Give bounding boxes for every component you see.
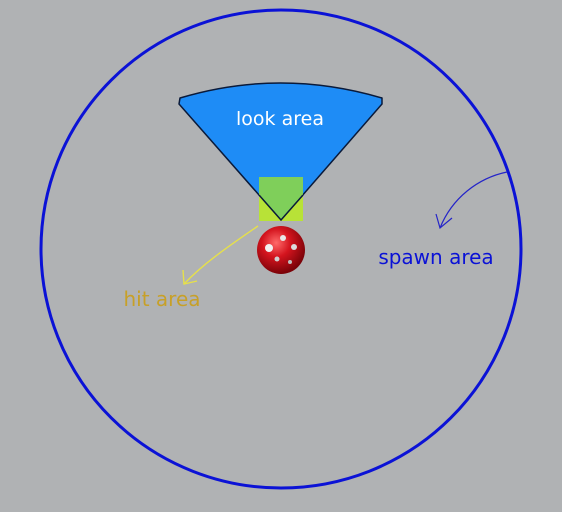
spawn-area-circle <box>39 8 523 490</box>
look-area-cone <box>178 82 383 221</box>
hit-area-arrow <box>183 225 259 285</box>
spawn-area-arrow <box>439 171 508 229</box>
red-ball-icon <box>257 226 305 274</box>
look-area-label: look area <box>236 108 324 130</box>
hit-area-label: hit area <box>123 287 200 311</box>
hit-area-overlap <box>259 177 303 220</box>
spawn-area-label: spawn area <box>378 245 493 269</box>
look-area-tip-outline <box>258 194 304 222</box>
hit-area-arrowhead <box>182 269 198 285</box>
spawn-area-arrowhead <box>435 213 453 230</box>
